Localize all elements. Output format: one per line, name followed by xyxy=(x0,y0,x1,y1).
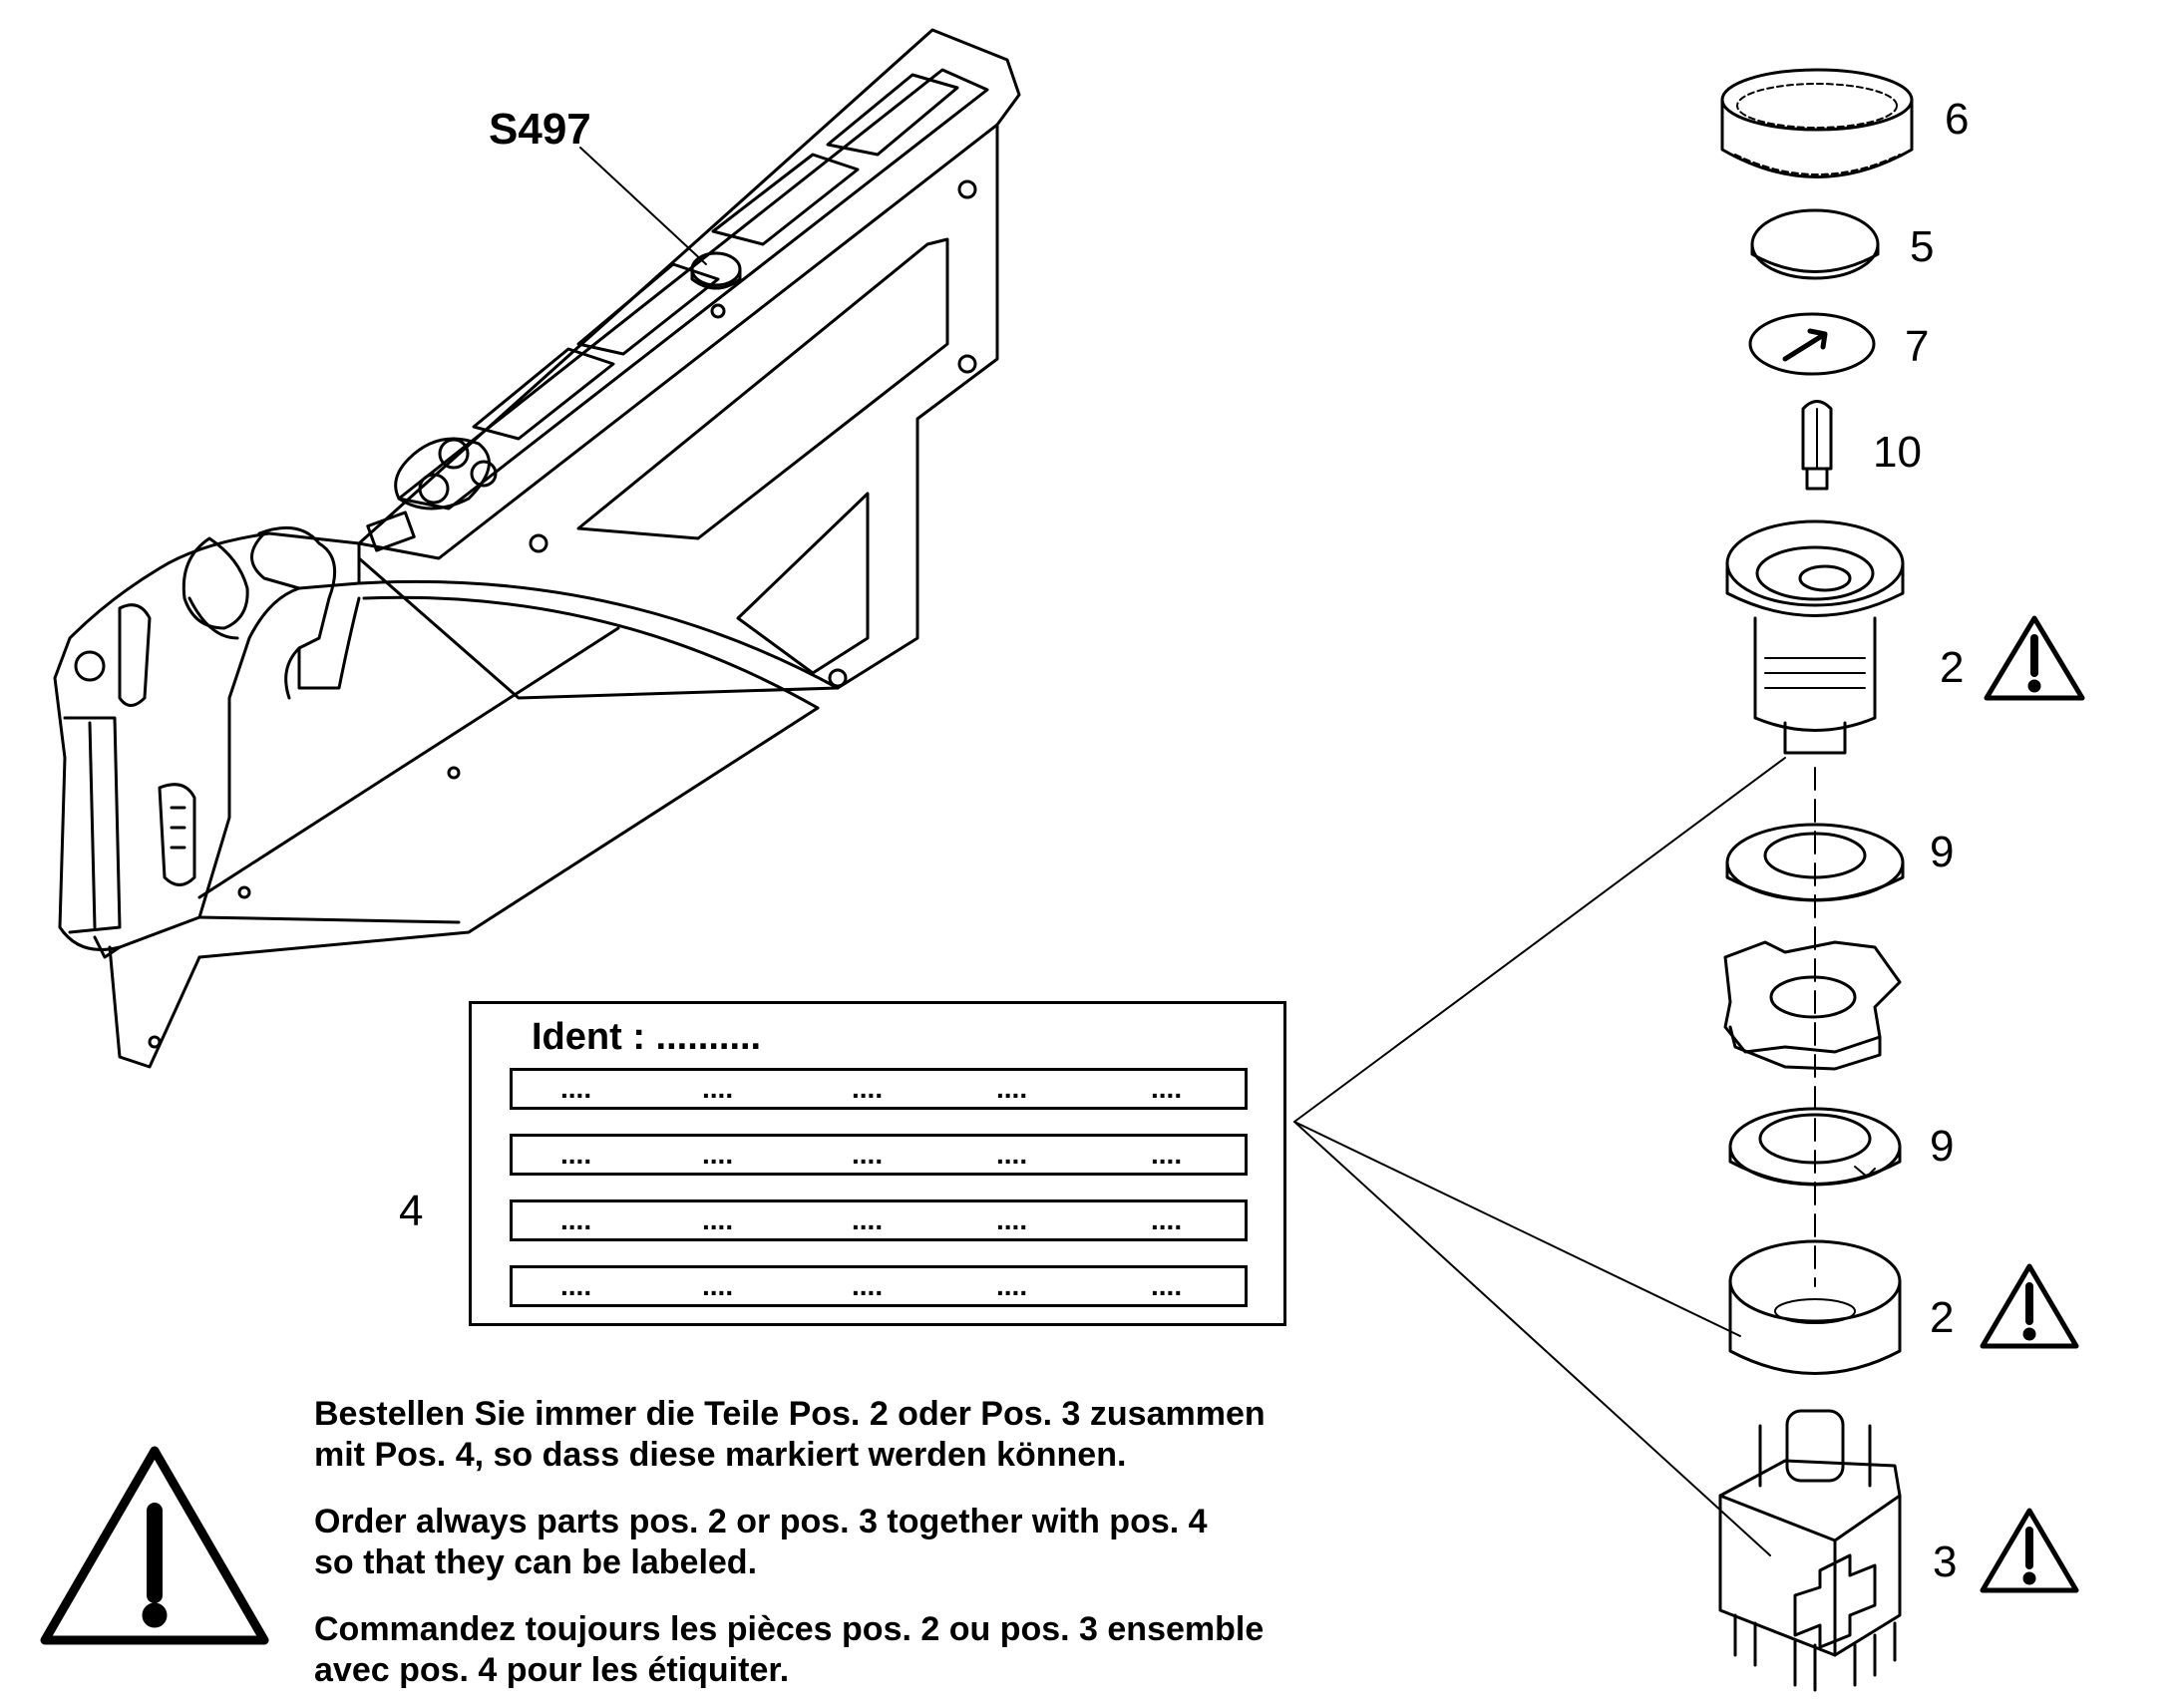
warning-triangle-icon xyxy=(40,1446,269,1645)
position-9-top-label: 9 xyxy=(1930,828,1955,876)
note-german-line-1: Bestellen Sie immer die Teile Pos. 2 ode… xyxy=(314,1395,1266,1433)
label-row: .... .... .... .... .... xyxy=(510,1199,1248,1241)
note-english: Order always parts pos. 2 or pos. 3 toge… xyxy=(314,1502,1208,1583)
label-cell: .... xyxy=(560,1270,592,1301)
label-cell: .... xyxy=(1151,1270,1183,1301)
label-cell: .... xyxy=(1151,1139,1183,1170)
position-10-label: 10 xyxy=(1873,428,1922,477)
note-german: Bestellen Sie immer die Teile Pos. 2 ode… xyxy=(314,1394,1266,1476)
label-cell: .... xyxy=(560,1139,592,1170)
label-cell: .... xyxy=(996,1270,1028,1301)
exploded-switch-parts xyxy=(1718,68,1914,1692)
label-row: .... .... .... .... .... xyxy=(510,1265,1248,1307)
position-3-label: 3 xyxy=(1933,1537,1958,1586)
label-cell: .... xyxy=(702,1139,734,1170)
label-cell: .... xyxy=(702,1204,734,1235)
label-cell: .... xyxy=(560,1204,592,1235)
part-5-lens xyxy=(1750,208,1880,280)
note-german-line-2: mit Pos. 4, so dass diese markiert werde… xyxy=(314,1435,1127,1474)
position-9-bottom-label: 9 xyxy=(1930,1122,1955,1171)
note-french-line-2: avec pos. 4 pour les étiquiter. xyxy=(314,1650,790,1689)
part-3-contact-block xyxy=(1718,1409,1902,1692)
label-cell: .... xyxy=(852,1270,884,1301)
part-2-housing-ring xyxy=(1728,1239,1902,1375)
note-french: Commandez toujours les pièces pos. 2 ou … xyxy=(314,1609,1264,1691)
label-cell: .... xyxy=(702,1270,734,1301)
warning-triangle-icon xyxy=(1980,1263,2079,1349)
part-6-bezel-cap xyxy=(1720,68,1914,178)
position-7-label: 7 xyxy=(1905,322,1930,371)
label-sheet-leader-lines xyxy=(1293,757,1786,1556)
note-french-line-1: Commandez toujours les pièces pos. 2 ou … xyxy=(314,1610,1265,1648)
label-cell: .... xyxy=(996,1204,1028,1235)
position-6-label: 6 xyxy=(1945,95,1970,144)
part-nut xyxy=(1723,940,1902,1071)
note-english-line-2: so that they can be labeled. xyxy=(314,1542,758,1581)
label-sheet-ident: Ident : .......... xyxy=(532,1016,762,1058)
label-cell: .... xyxy=(852,1139,884,1170)
position-4-label: 4 xyxy=(399,1187,424,1235)
warning-triangle-icon xyxy=(1980,1508,2079,1593)
label-cell: .... xyxy=(996,1073,1028,1104)
warning-triangle-icon xyxy=(1984,615,2085,701)
part-2-actuator xyxy=(1725,519,1905,755)
callout-leader-s497 xyxy=(579,147,707,265)
label-row: .... .... .... .... .... xyxy=(510,1134,1248,1176)
part-10-bulb xyxy=(1801,400,1833,491)
position-2-bottom-label: 2 xyxy=(1930,1293,1955,1342)
position-5-label: 5 xyxy=(1910,222,1935,271)
label-cell: .... xyxy=(560,1073,592,1104)
label-cell: .... xyxy=(996,1139,1028,1170)
label-sheet: Ident : .......... .... .... .... .... .… xyxy=(469,1001,1286,1326)
label-row: .... .... .... .... .... xyxy=(510,1068,1248,1110)
note-english-line-1: Order always parts pos. 2 or pos. 3 toge… xyxy=(314,1503,1208,1540)
callout-s497: S497 xyxy=(489,105,591,154)
label-cell: .... xyxy=(702,1073,734,1104)
label-cell: .... xyxy=(1151,1204,1183,1235)
label-cell: .... xyxy=(852,1204,884,1235)
label-cell: .... xyxy=(1151,1073,1183,1104)
position-2-top-label: 2 xyxy=(1940,643,1965,692)
part-7-symbol-insert xyxy=(1748,312,1876,376)
label-cell: .... xyxy=(852,1073,884,1104)
control-console-housing xyxy=(53,28,1021,1069)
